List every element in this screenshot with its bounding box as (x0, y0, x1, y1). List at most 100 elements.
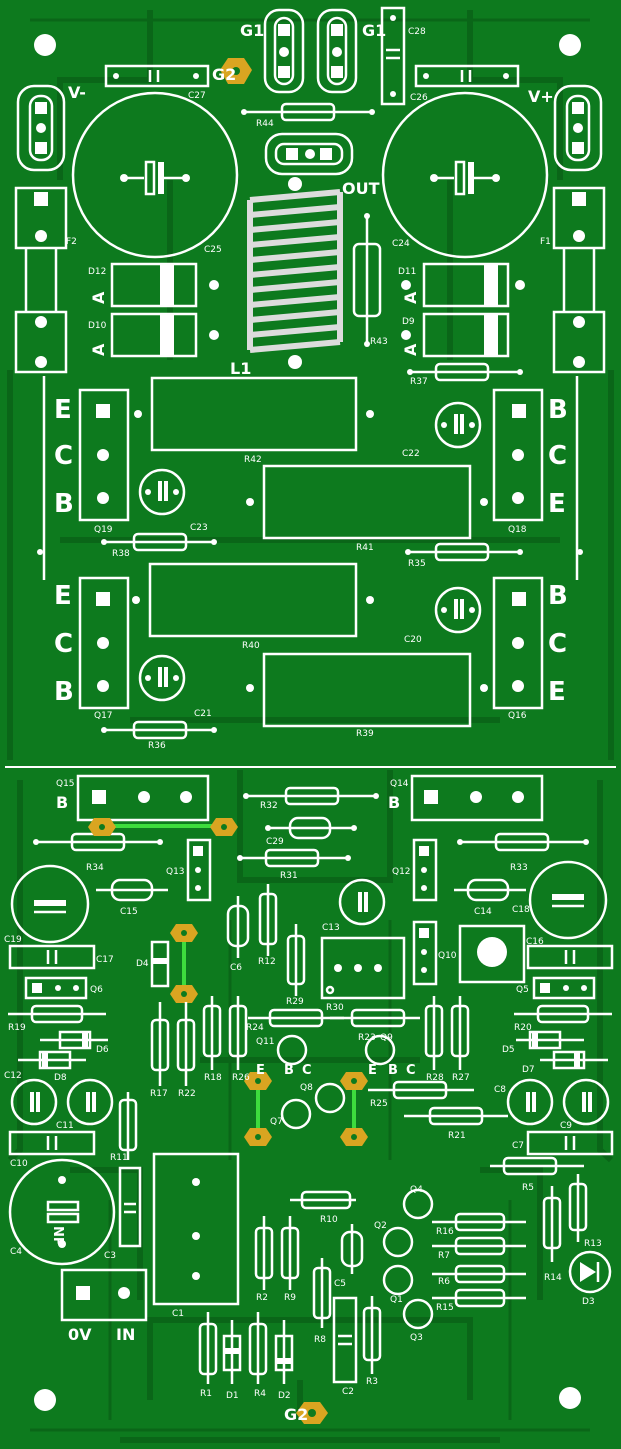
ref-r43: R43 (370, 337, 388, 347)
ref-d10: D10 (88, 321, 107, 331)
horizontal-caps-mid (8, 944, 614, 970)
ref-r33: R33 (510, 863, 528, 873)
emitter-resistors (101, 532, 523, 740)
r2-r9 (254, 1216, 300, 1290)
ref-r2: R2 (256, 1293, 268, 1303)
ref-c12: C12 (4, 1071, 22, 1081)
ref-d9: D9 (402, 317, 415, 327)
ref-r19: R19 (8, 1023, 26, 1033)
pin-c-q17: C (54, 629, 73, 659)
ref-q2: Q2 (374, 1221, 387, 1231)
ref-r11: R11 (110, 1153, 128, 1163)
ref-r10: R10 (320, 1215, 338, 1225)
pin-b-q14: B (388, 793, 400, 812)
r43-resistor (352, 213, 382, 347)
pin-c-q9: C (406, 1063, 416, 1078)
ref-r26: R26 (232, 1073, 250, 1083)
ref-c14: C14 (474, 907, 492, 917)
jumpers-mid (244, 1072, 368, 1146)
ref-q12: Q12 (392, 867, 411, 877)
c3-capacitor (118, 1166, 142, 1248)
ref-r34: R34 (86, 863, 104, 873)
ref-c7: C7 (512, 1141, 524, 1151)
ref-c9: C9 (560, 1121, 572, 1131)
ref-c11: C11 (56, 1121, 74, 1131)
d3-led (568, 1250, 612, 1294)
pin-b-q16: B (548, 581, 568, 611)
ref-r4: R4 (254, 1389, 266, 1399)
ref-r35: R35 (408, 559, 426, 569)
pin-b-q11: B (284, 1063, 294, 1078)
pin-c-q18: C (548, 441, 567, 471)
ref-c1: C1 (172, 1309, 184, 1319)
power-diodes (110, 262, 525, 358)
label-in: IN (116, 1325, 135, 1344)
c15-c14 (96, 878, 526, 902)
driver-transistors (76, 774, 544, 822)
ref-r13: R13 (584, 1239, 602, 1249)
ref-r17: R17 (150, 1089, 168, 1099)
ref-c25: C25 (204, 245, 222, 255)
label-v-minus: V- (68, 83, 86, 102)
ref-r29: R29 (286, 997, 304, 1007)
pin-c-q19: C (54, 441, 73, 471)
pin-c-q16: C (548, 629, 567, 659)
pin-c-q11: C (302, 1063, 312, 1078)
ref-r21: R21 (448, 1131, 466, 1141)
pin-e-q11: E (256, 1063, 265, 1078)
c2-capacitor (332, 1296, 358, 1384)
pin-e-q17: E (54, 581, 72, 611)
c27-capacitor (104, 64, 210, 88)
ref-q15: Q15 (56, 779, 75, 789)
c13-thermal (320, 936, 406, 1000)
c4-np-capacitor (8, 1158, 116, 1266)
ref-r38: R38 (112, 549, 130, 559)
ref-q11: Q11 (256, 1037, 275, 1047)
ref-r6: R6 (438, 1277, 450, 1287)
ref-f2: F2 (66, 237, 77, 247)
resistor-row (8, 1004, 612, 1028)
ref-c17: C17 (96, 955, 114, 965)
ref-f1: F1 (540, 237, 551, 247)
ref-c13: C13 (322, 923, 340, 933)
ref-r15: R15 (436, 1303, 454, 1313)
signal-diodes (18, 1030, 608, 1070)
ref-q5: Q5 (516, 985, 529, 995)
ref-r1: R1 (200, 1389, 212, 1399)
vertical-resistors (150, 996, 470, 1086)
pin-b-q18: B (548, 395, 568, 425)
input-transistors (382, 1188, 434, 1330)
c25-electrolytic (71, 91, 239, 259)
r25-r21 (368, 1080, 508, 1126)
ref-c22: C22 (402, 449, 420, 459)
ref-r22: R22 (178, 1089, 196, 1099)
ref-r5: R5 (522, 1183, 534, 1193)
ref-c2: C2 (342, 1387, 354, 1397)
ref-q7: Q7 (270, 1117, 283, 1127)
ref-d11: D11 (398, 267, 416, 277)
ref-r30: R30 (326, 1003, 344, 1013)
ref-d6: D6 (96, 1045, 109, 1055)
g2-bottom-pad (296, 1402, 328, 1424)
pin-b-q17: B (54, 677, 74, 707)
pin-a-d12: A (89, 291, 108, 304)
ref-r28: R28 (426, 1073, 444, 1083)
power-resistors (132, 376, 488, 728)
ref-r24: R24 (246, 1023, 264, 1033)
ref-c21: C21 (194, 709, 212, 719)
pin-e-q9: E (368, 1063, 377, 1078)
input-connector (60, 1268, 148, 1322)
ref-c4: C4 (10, 1247, 22, 1257)
pin-a-d11: A (401, 291, 420, 304)
small-electrolytics-lower (10, 1078, 610, 1126)
r5-r14-r13 (490, 1156, 588, 1262)
c24-electrolytic (381, 91, 549, 259)
ref-r41: R41 (356, 543, 374, 553)
ref-c26: C26 (410, 93, 428, 103)
label-v-plus: V+ (528, 87, 554, 106)
to92-transistors-mid (276, 1034, 396, 1130)
q13-q12 (186, 838, 438, 902)
c10-c7 (8, 1130, 614, 1156)
ref-c16: C16 (526, 937, 544, 947)
